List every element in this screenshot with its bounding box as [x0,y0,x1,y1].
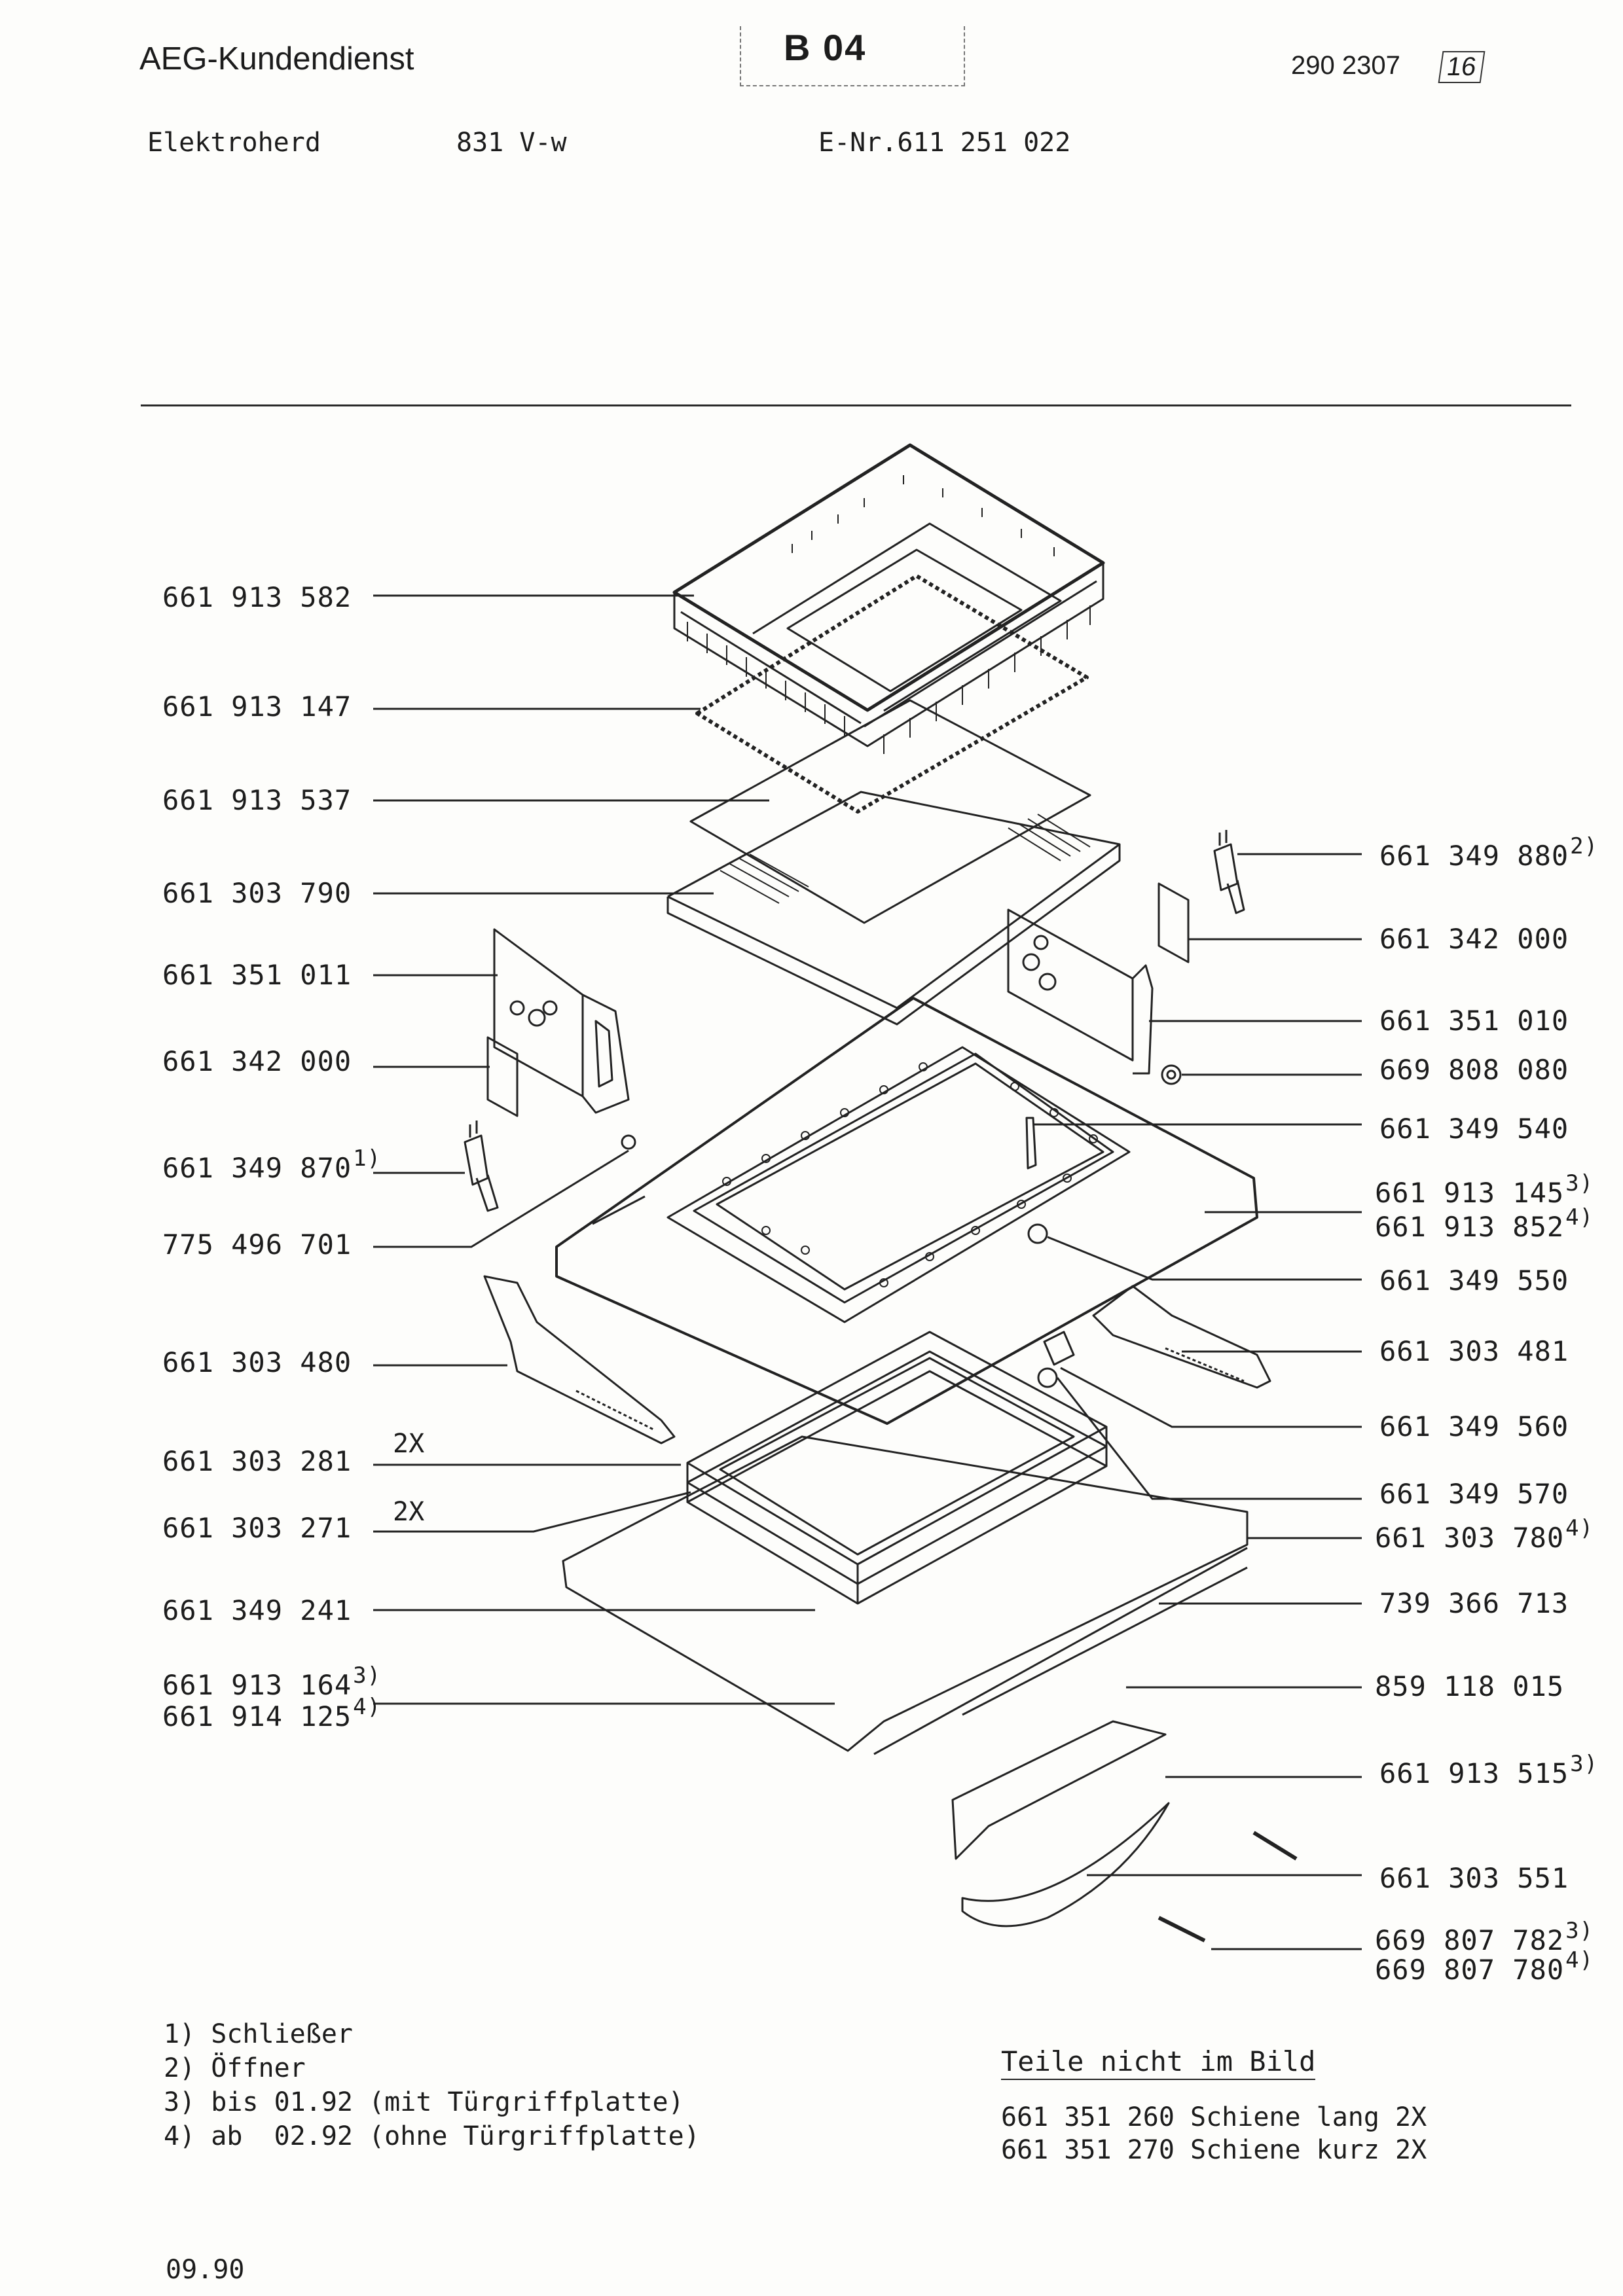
footnote-marker: 3) [1570,1751,1599,1777]
door-base-plate-part [562,1435,1249,1755]
footnote-marker: 4) [1565,1515,1594,1541]
footnote-marker: 4) [353,1694,382,1720]
part-number-right: 669 807 7823) [1375,1918,1594,1956]
gasket-part [695,574,1089,814]
part-number-right: 661 349 570 [1379,1478,1569,1510]
pin-part [1025,1117,1037,1170]
footnote-item: 2) Öffner [164,2053,306,2083]
part-number-left: 661 913 582 [162,581,352,613]
header-divider [141,404,1571,406]
part-number-left: 661 914 1254) [162,1694,382,1732]
top-frame-part [672,443,1105,747]
small-plate-right-part [1158,882,1190,963]
footnote-item: 3) bis 01.92 (mit Türgriffplatte) [164,2087,684,2117]
part-number-left: 661 303 271 [162,1512,352,1544]
part-number-left: 661 349 8701) [162,1145,382,1184]
footnote-item: 4) ab 02.92 (ohne Türgriffplatte) [164,2121,700,2151]
e-number: E-Nr.611 251 022 [818,128,1071,158]
not-pictured-item: 661 351 260 Schiene lang 2X [1001,2102,1427,2132]
spacer-frames-part [686,1331,1108,1605]
hinge-bracket-left-part [493,928,630,1114]
quantity-label: 2X [393,1429,425,1459]
part-number-right: 669 808 080 [1379,1054,1569,1086]
footnote-marker: 2) [1570,833,1599,859]
screw-small-part [621,1134,636,1150]
part-number-right: 661 303 7804) [1375,1515,1594,1554]
roller-part [1037,1367,1058,1388]
door-panel-rivets [722,1062,1098,1287]
footnotes-list: 1) Schließer 2) Öffner 3) bis 01.92 (mit… [164,2017,700,2153]
document-number: 290 2307 [1291,51,1400,80]
part-number-left: 661 913 1643) [162,1662,382,1701]
leader-lines-right [1034,853,1362,1950]
hinge-arm-left-part [483,1275,676,1444]
footnote-marker: 3) [353,1662,382,1689]
part-number-right: 661 351 010 [1379,1005,1569,1037]
not-pictured-title: Teile nicht im Bild [1001,2045,1316,2080]
bearing-part [1027,1223,1048,1244]
part-number-right: 661 303 481 [1379,1335,1569,1367]
footnote-marker: 3) [1565,1918,1594,1944]
part-number-left: 775 496 701 [162,1229,352,1261]
handle-plate-part [951,1720,1167,1860]
part-number-left: 661 351 011 [162,959,352,991]
part-number-right: 661 913 8524) [1375,1204,1594,1243]
part-number-right: 661 349 560 [1379,1410,1569,1443]
footnote-item: 1) Schließer [164,2019,353,2049]
section-code-frame [740,26,965,86]
company-name: AEG-Kundendienst [139,41,414,77]
part-number-right: 661 913 5153) [1379,1751,1599,1789]
part-number-left: 661 913 147 [162,691,352,723]
footer-date: 09.90 [166,2255,245,2285]
part-number-right: 859 118 015 [1375,1670,1565,1702]
part-number-left: 661 342 000 [162,1045,352,1077]
section-code: B 04 [784,27,867,68]
door-handle-part [961,1802,1170,1928]
footnote-marker: 4) [1565,1947,1594,1973]
part-number-right: 661 342 000 [1379,923,1569,955]
footnote-marker: 3) [1565,1170,1594,1196]
part-number-left: 661 349 241 [162,1594,352,1626]
part-number-right: 739 366 713 [1379,1587,1569,1619]
leader-lines-left [373,594,835,1705]
part-number-right: 661 349 8802) [1379,833,1599,872]
door-panel-part [555,997,1258,1425]
washer-part [1161,1064,1182,1085]
switch-opener-part [1213,830,1245,914]
part-number-right: 661 349 540 [1379,1113,1569,1145]
quantity-label: 2X [393,1497,425,1527]
model-number: 831 V-w [456,128,567,158]
part-number-left: 661 303 790 [162,877,352,909]
footnote-marker: 1) [353,1145,382,1172]
part-number-right: 661 303 551 [1379,1862,1569,1894]
hinge-arm-right-part [1043,1285,1271,1389]
screw-long-part [1158,1831,1298,1943]
product-name: Elektroherd [147,128,321,158]
glass-pane-part [689,699,1091,924]
part-number-left: 661 303 480 [162,1346,352,1378]
part-number-left: 661 913 537 [162,784,352,816]
switch-closer-part [464,1121,499,1212]
not-pictured-list: 661 351 260 Schiene lang 2X 661 351 270 … [1001,2101,1427,2166]
part-number-left: 661 303 281 [162,1445,352,1477]
part-number-right: 661 913 1453) [1375,1170,1594,1209]
part-number-right: 669 807 7804) [1375,1947,1594,1986]
part-number-right: 661 349 550 [1379,1265,1569,1297]
small-plate-left-part [486,1036,519,1117]
hinge-bracket-right-part [1007,908,1154,1075]
footnote-marker: 4) [1565,1204,1594,1230]
inner-frame-part [666,791,1121,1026]
not-pictured-item: 661 351 270 Schiene kurz 2X [1001,2135,1427,2165]
